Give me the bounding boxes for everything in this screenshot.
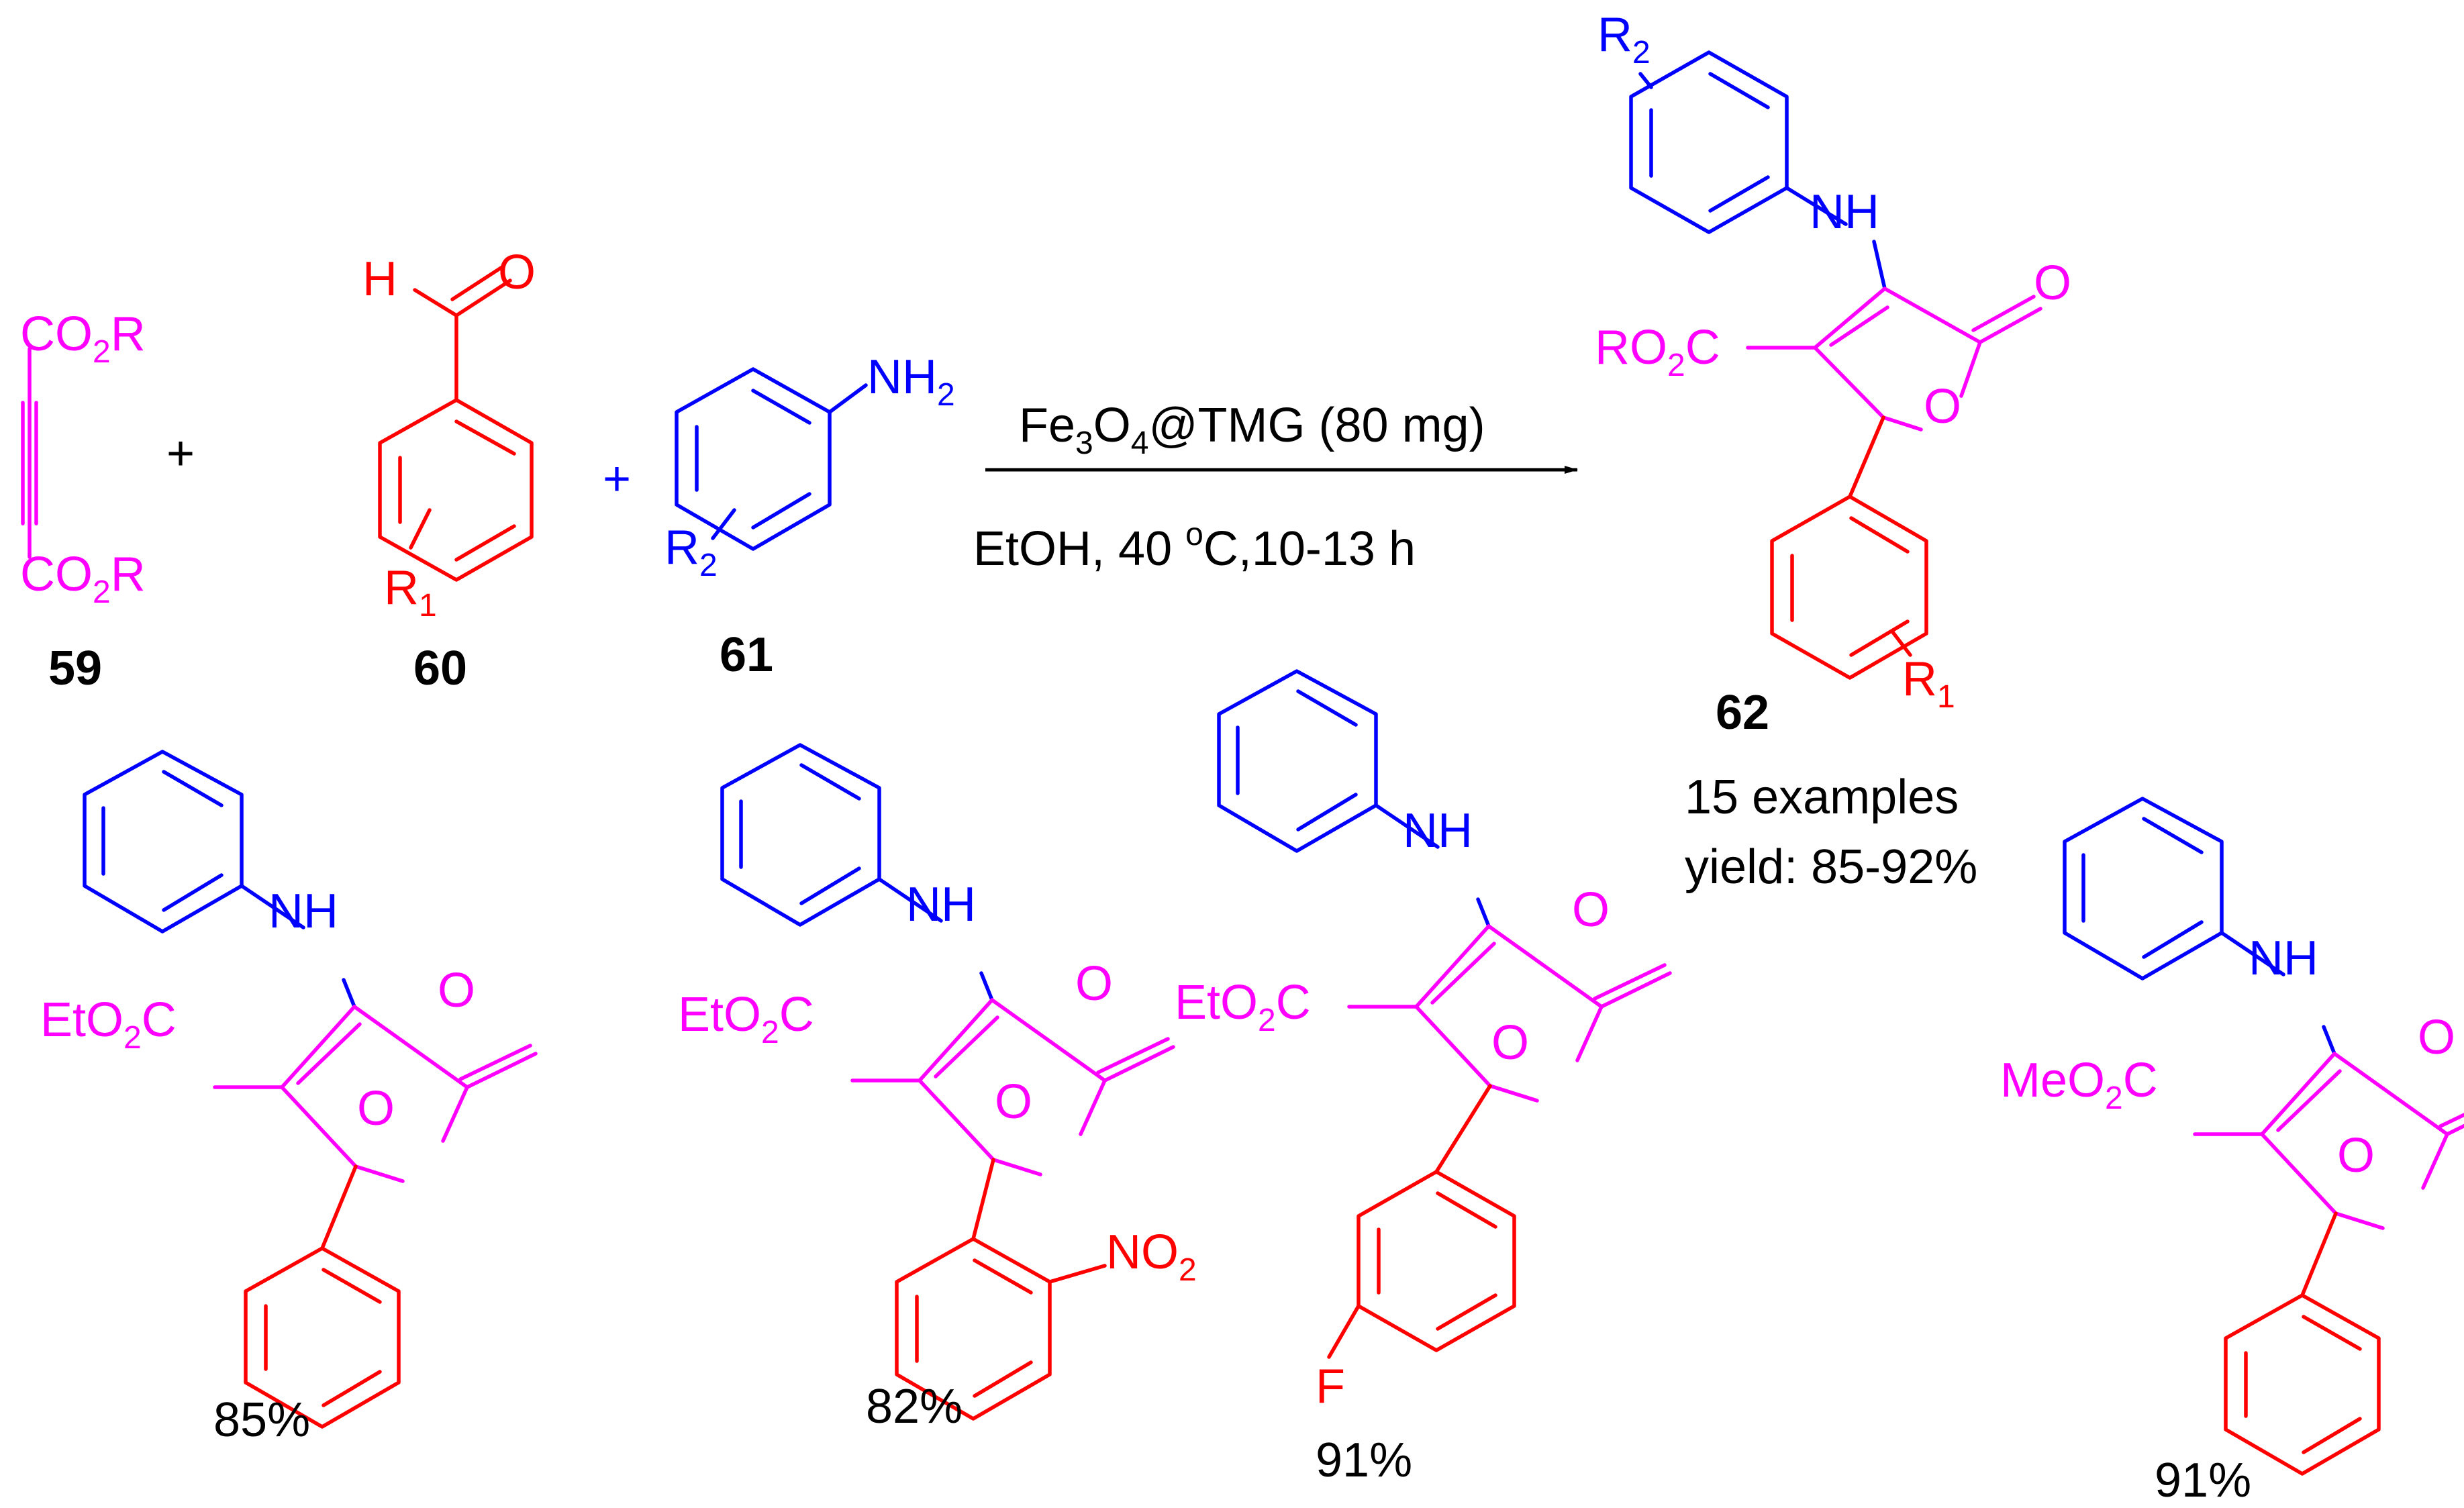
plus-sign-1: + — [166, 427, 195, 481]
product-ester: RO2C — [1595, 321, 1720, 383]
top-ester-label: CO2R — [20, 307, 146, 370]
example-4-nh: NH — [2249, 932, 2318, 985]
compound-number-61: 61 — [720, 628, 773, 682]
reactant-60: H O R1 60 — [362, 246, 536, 695]
yield-range: yield: 85-92% — [1685, 840, 1977, 894]
solvent-condition: EtOH, 40 oC,10-13 h — [973, 517, 1416, 576]
example-3-ring-o: O — [1491, 1016, 1529, 1070]
compound-number-60: 60 — [413, 642, 467, 695]
product-ring-o: O — [1924, 380, 1961, 434]
bottom-ester-label: CO2R — [20, 548, 146, 610]
example-4-carbonyl-o: O — [2418, 1011, 2455, 1064]
reactant-59: CO2R CO2R 59 — [20, 307, 146, 695]
aldehyde-h: H — [362, 252, 397, 306]
product-nh: NH — [1810, 185, 1879, 239]
example-3-nh: NH — [1403, 804, 1473, 858]
reactant-61: NH2 R2 61 — [664, 350, 955, 682]
example-1-carbonyl-o: O — [438, 964, 475, 1017]
example-3-yield: 91% — [1316, 1434, 1412, 1487]
example-2-nitro: NO2 — [1106, 1225, 1197, 1288]
example-2-nh: NH — [906, 878, 976, 932]
example-1-ring-o: O — [357, 1082, 395, 1136]
example-2-ring-o: O — [995, 1075, 1032, 1129]
example-1-nh: NH — [268, 885, 338, 938]
example-1-yield: 85% — [213, 1393, 310, 1447]
product-carbonyl-o: O — [2034, 256, 2071, 310]
product-62: R2 NH O RO2C O R1 62 15 examples yield: … — [1595, 8, 2071, 894]
example-1: NH O EtO2C O 85% — [40, 752, 536, 1447]
example-3-carbonyl-o: O — [1572, 883, 1610, 937]
compound-number-59: 59 — [48, 642, 102, 695]
example-4-yield: 91% — [2155, 1454, 2251, 1507]
example-1-ester: EtO2C — [40, 993, 177, 1056]
example-2-carbonyl-o: O — [1075, 957, 1113, 1011]
compound-number-62: 62 — [1716, 686, 1769, 740]
amine-nh2: NH2 — [867, 350, 955, 413]
example-2: NH O EtO2C O NO2 82% — [678, 745, 1197, 1434]
example-2-ester: EtO2C — [678, 988, 814, 1050]
product-r1: R1 — [1902, 652, 1955, 715]
example-2-yield: 82% — [866, 1380, 963, 1434]
catalyst-condition: Fe3O4@TMG (80 mg) — [1019, 399, 1485, 461]
example-4: NH O MeO2C O 91% — [2000, 799, 2464, 1507]
aldehyde-o: O — [498, 246, 536, 299]
plus-sign-2: + — [603, 452, 631, 506]
r2-substituent: R2 — [664, 521, 718, 583]
example-3-fluoro: F — [1316, 1360, 1345, 1413]
example-3: NH O EtO2C O F 91% — [1175, 671, 1670, 1487]
example-3-ester: EtO2C — [1175, 976, 1311, 1038]
example-4-ester: MeO2C — [2000, 1054, 2158, 1116]
examples-count: 15 examples — [1685, 770, 1959, 824]
r1-substituent: R1 — [384, 561, 437, 623]
example-4-ring-o: O — [2337, 1129, 2375, 1183]
product-r2: R2 — [1597, 8, 1650, 70]
